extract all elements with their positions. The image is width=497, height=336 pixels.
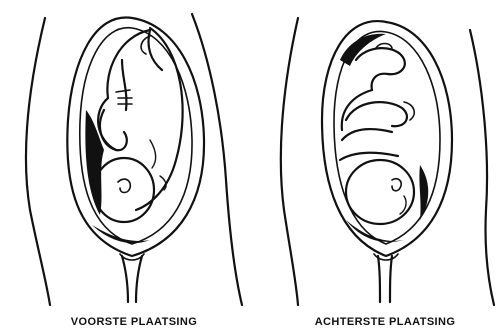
right-cervix (378, 256, 392, 302)
anterior-position-illustration (26, 14, 242, 305)
left-body-outline-right (192, 14, 242, 305)
right-fetus-leg-upper (356, 48, 405, 90)
right-fetus-head (346, 160, 414, 224)
right-fetus-back (342, 90, 372, 130)
left-fetus-ear (118, 179, 130, 192)
posterior-position-caption: ACHTERSTE PLAATSING (315, 316, 456, 328)
right-uterus-outer (322, 21, 452, 256)
left-fetus-body (136, 28, 183, 210)
left-fetus-hand (116, 90, 132, 104)
left-fetus-arm (100, 110, 127, 150)
left-body-outline-left (26, 18, 50, 305)
right-top-shadow (340, 34, 386, 66)
right-fetus-face (400, 196, 406, 214)
left-fetus-head (94, 158, 154, 222)
right-side-shadow (419, 165, 428, 220)
right-body-outline-left (281, 18, 298, 305)
left-cervix (122, 256, 142, 302)
right-body-outline-right (470, 30, 494, 305)
right-fetus-leg-lower (346, 102, 407, 126)
right-fetus-arm (340, 129, 398, 160)
posterior-position-illustration (281, 18, 494, 305)
anterior-position-caption: VOORSTE PLAATSING (71, 316, 197, 328)
right-fetus-ear (392, 179, 401, 191)
